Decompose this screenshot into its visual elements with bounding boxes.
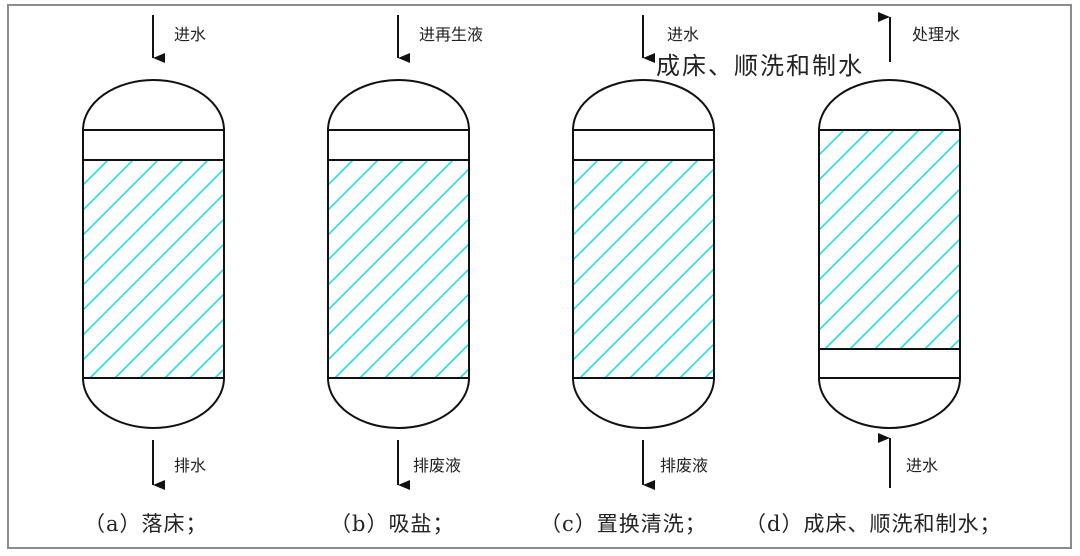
hatch-line: [359, 267, 469, 378]
caption: （c）置换清洗；: [540, 512, 707, 536]
hatch-line: [579, 242, 714, 378]
hatch-line: [819, 130, 945, 257]
resin-bed-hatch: [83, 160, 458, 378]
hatch-line: [214, 367, 224, 378]
bottom-dome: [82, 377, 225, 429]
hatch-line: [434, 342, 469, 378]
overlay-title: 成床、顺洗和制水: [656, 52, 864, 80]
hatch-line: [459, 367, 469, 378]
hatch-line: [164, 317, 224, 378]
hatch-line: [328, 160, 404, 237]
vessel: [818, 79, 1080, 429]
caption: （d）成床、顺洗和制水；: [745, 512, 1001, 536]
caption: （b）吸盐；: [330, 512, 454, 536]
hatch-line: [819, 130, 870, 182]
stage-d: 处理水 进水 （d）成床、顺洗和制水；: [745, 12, 1001, 536]
hatch-line: [384, 292, 469, 378]
hatch-line: [328, 192, 469, 337]
top-label: 进水: [174, 25, 206, 44]
top-dome: [818, 79, 961, 131]
bottom-label: 排水: [174, 456, 206, 475]
hatch-line: [83, 217, 224, 362]
hatch-line: [573, 160, 674, 262]
hatch-line: [83, 160, 84, 162]
hatch-line: [874, 262, 960, 349]
top-dome: [82, 79, 225, 131]
hatch-line: [819, 130, 920, 232]
hatch-line: [114, 267, 224, 378]
hatch-line: [328, 167, 469, 312]
hatch-line: [975, 130, 1080, 349]
hatch-line: [83, 160, 109, 187]
hatch-line: [83, 160, 184, 262]
resin-bed-hatch: [328, 160, 703, 378]
hatch-line: [334, 242, 469, 378]
vessel: [82, 79, 458, 429]
top-label: 进再生液: [419, 25, 483, 44]
hatch-line: [83, 192, 224, 337]
hatch-line: [573, 160, 599, 187]
hatch-line: [83, 160, 209, 287]
hatch-line: [949, 337, 960, 349]
frame: [7, 4, 1072, 549]
stage-b: 进再生液 排废液 （b）吸盐；: [330, 15, 483, 536]
hatch-line: [824, 212, 960, 349]
caption: （a）落床；: [84, 512, 208, 536]
resin-bed-hatch: [819, 130, 1080, 349]
hatch-line: [819, 130, 845, 157]
top-label: 处理水: [912, 25, 960, 44]
top-dome: [572, 79, 715, 131]
hatch-line: [328, 160, 429, 262]
bottom-label: 排废液: [660, 456, 708, 475]
hatch-line: [604, 267, 714, 378]
bottom-dome: [572, 377, 715, 429]
hatch-line: [819, 162, 960, 307]
hatch-line: [899, 287, 960, 349]
hatch-line: [924, 312, 960, 349]
hatch-line: [573, 160, 649, 237]
hatch-line: [328, 160, 454, 287]
hatch-line: [573, 217, 714, 362]
hatch-line: [573, 167, 714, 312]
hatch-line: [679, 342, 714, 378]
hatch-line: [139, 292, 224, 378]
hatch-line: [573, 160, 699, 287]
hatch-line: [83, 167, 224, 312]
stage-c: 进水 排废液 （c）置换清洗；: [540, 15, 708, 536]
hatch-line: [819, 187, 960, 332]
hatch-line: [819, 130, 895, 207]
vessel: [572, 79, 948, 429]
hatch-line: [819, 130, 820, 132]
stage-a: 进水 排水 （a）落床；: [84, 15, 208, 536]
hatch-line: [573, 160, 624, 212]
hatch-line: [654, 317, 714, 378]
hatch-line: [573, 160, 574, 162]
hatch-line: [629, 292, 714, 378]
bottom-label: 进水: [906, 456, 938, 475]
hatch-line: [328, 160, 329, 162]
hatch-line: [240, 160, 458, 378]
hatch-line: [704, 367, 714, 378]
hatch-line: [573, 192, 714, 337]
hatch-line: [89, 242, 224, 378]
hatch-line: [819, 137, 960, 282]
resin-bed-hatch: [573, 160, 948, 378]
bottom-label: 排废液: [413, 456, 461, 475]
hatch-line: [83, 160, 134, 212]
top-dome: [327, 79, 470, 131]
hatch-line: [409, 317, 469, 378]
bottom-dome: [818, 377, 961, 429]
hatch-line: [485, 160, 703, 378]
bottom-dome: [327, 377, 470, 429]
hatch-line: [328, 217, 469, 362]
hatch-line: [328, 160, 379, 212]
vessel: [327, 79, 703, 429]
hatch-line: [83, 160, 159, 237]
hatch-line: [730, 160, 948, 378]
hatch-line: [328, 160, 354, 187]
top-label: 进水: [667, 25, 699, 44]
hatch-line: [189, 342, 224, 378]
